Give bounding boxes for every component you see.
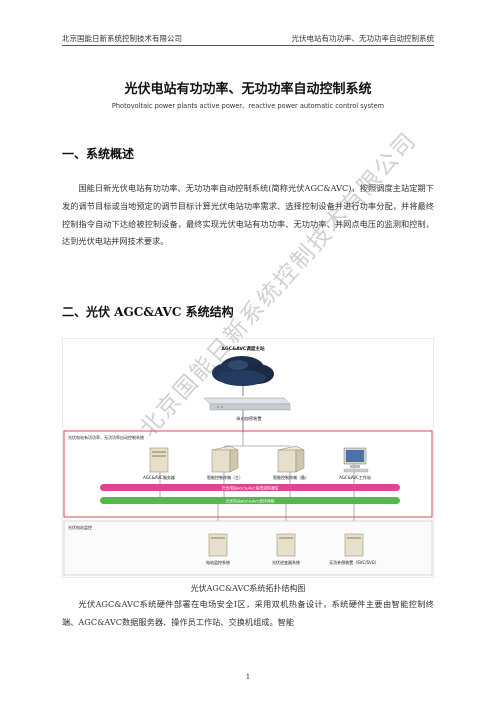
- server1-label: AGC&AVC服务器: [143, 474, 175, 480]
- page-header: 北京国能日新系统控制技术有限公司 光伏电站有功功率、无功功率自动控制系统: [62, 32, 434, 46]
- document-subtitle: Photovoltaic power plants active power、r…: [111, 102, 385, 110]
- server2-label: 智能控制终端（主）: [207, 474, 243, 480]
- svc-device-icon: [344, 533, 364, 557]
- zone1-label: 光伏电站有功功率、无功功率自动控制系统: [68, 434, 144, 440]
- ring-network-bus: [100, 497, 400, 504]
- bus2-label: 光伏电站AGC&AVC双环网络: [225, 498, 274, 503]
- diagram-caption: 光伏AGC&AVC系统拓扑结构图: [190, 584, 306, 593]
- header-company: 北京国能日新系统控制技术有限公司: [62, 34, 182, 43]
- zone1-label-text: 光伏电站有功功率、无功功率自动控制系统: [68, 434, 144, 440]
- page-number: 1: [245, 673, 251, 681]
- encryption-device-icon: [203, 397, 291, 411]
- server6-label: 无功补偿装置（SVC/SVG）: [329, 559, 379, 565]
- terminal-backup-icon: [277, 445, 305, 473]
- server5-label: 光伏逆变器系统: [272, 559, 300, 565]
- inverter-system-server-icon: [276, 533, 296, 557]
- header-doc-title: 光伏电站有功功率、无功功率自动控制系统: [291, 34, 435, 43]
- control-zone-frame: [63, 430, 433, 518]
- dual-network-bus: [100, 484, 400, 491]
- server3-label: 智能控制终端（备）: [273, 474, 309, 480]
- structure-paragraph: 光伏AGC&AVC系统硬件部署在电场安全I区，采用双机热备设计，系统硬件主要由智…: [62, 599, 434, 627]
- topology-diagram: AGC&AVC调度主站 纵向加密装置 光伏电站有功功率、无功功率自动控制系统: [62, 338, 434, 578]
- monitoring-zone-frame: [63, 520, 433, 576]
- cloud-label: AGC&AVC调度主站: [221, 345, 265, 352]
- workstation-label: AGC&AVC工作站: [339, 474, 371, 480]
- agc-server-icon: [149, 447, 169, 473]
- workstation-icon: [343, 447, 369, 473]
- dispatch-cloud-icon: [212, 356, 274, 386]
- section-heading-overview: 一、系统概述: [62, 147, 135, 161]
- section-heading-structure: 二、光伏 AGC&AVC 系统结构: [62, 305, 234, 319]
- terminal-main-icon: [211, 445, 239, 473]
- server4-label: 电站监控系统: [206, 559, 230, 565]
- overview-paragraph: 国能日新光伏电站有功功率、无功功率自动控制系统(简称光伏AGC&AVC)，按照调…: [62, 183, 434, 247]
- device-label: 纵向加密装置: [236, 415, 261, 422]
- plant-monitor-server-icon: [208, 533, 228, 557]
- zone2-label: 光伏电站监控: [68, 524, 92, 530]
- document-title: 光伏电站有功功率、无功功率自动控制系统: [124, 82, 372, 97]
- bus1-label: 光伏电站AGC&AVC系统双网通信: [222, 485, 279, 490]
